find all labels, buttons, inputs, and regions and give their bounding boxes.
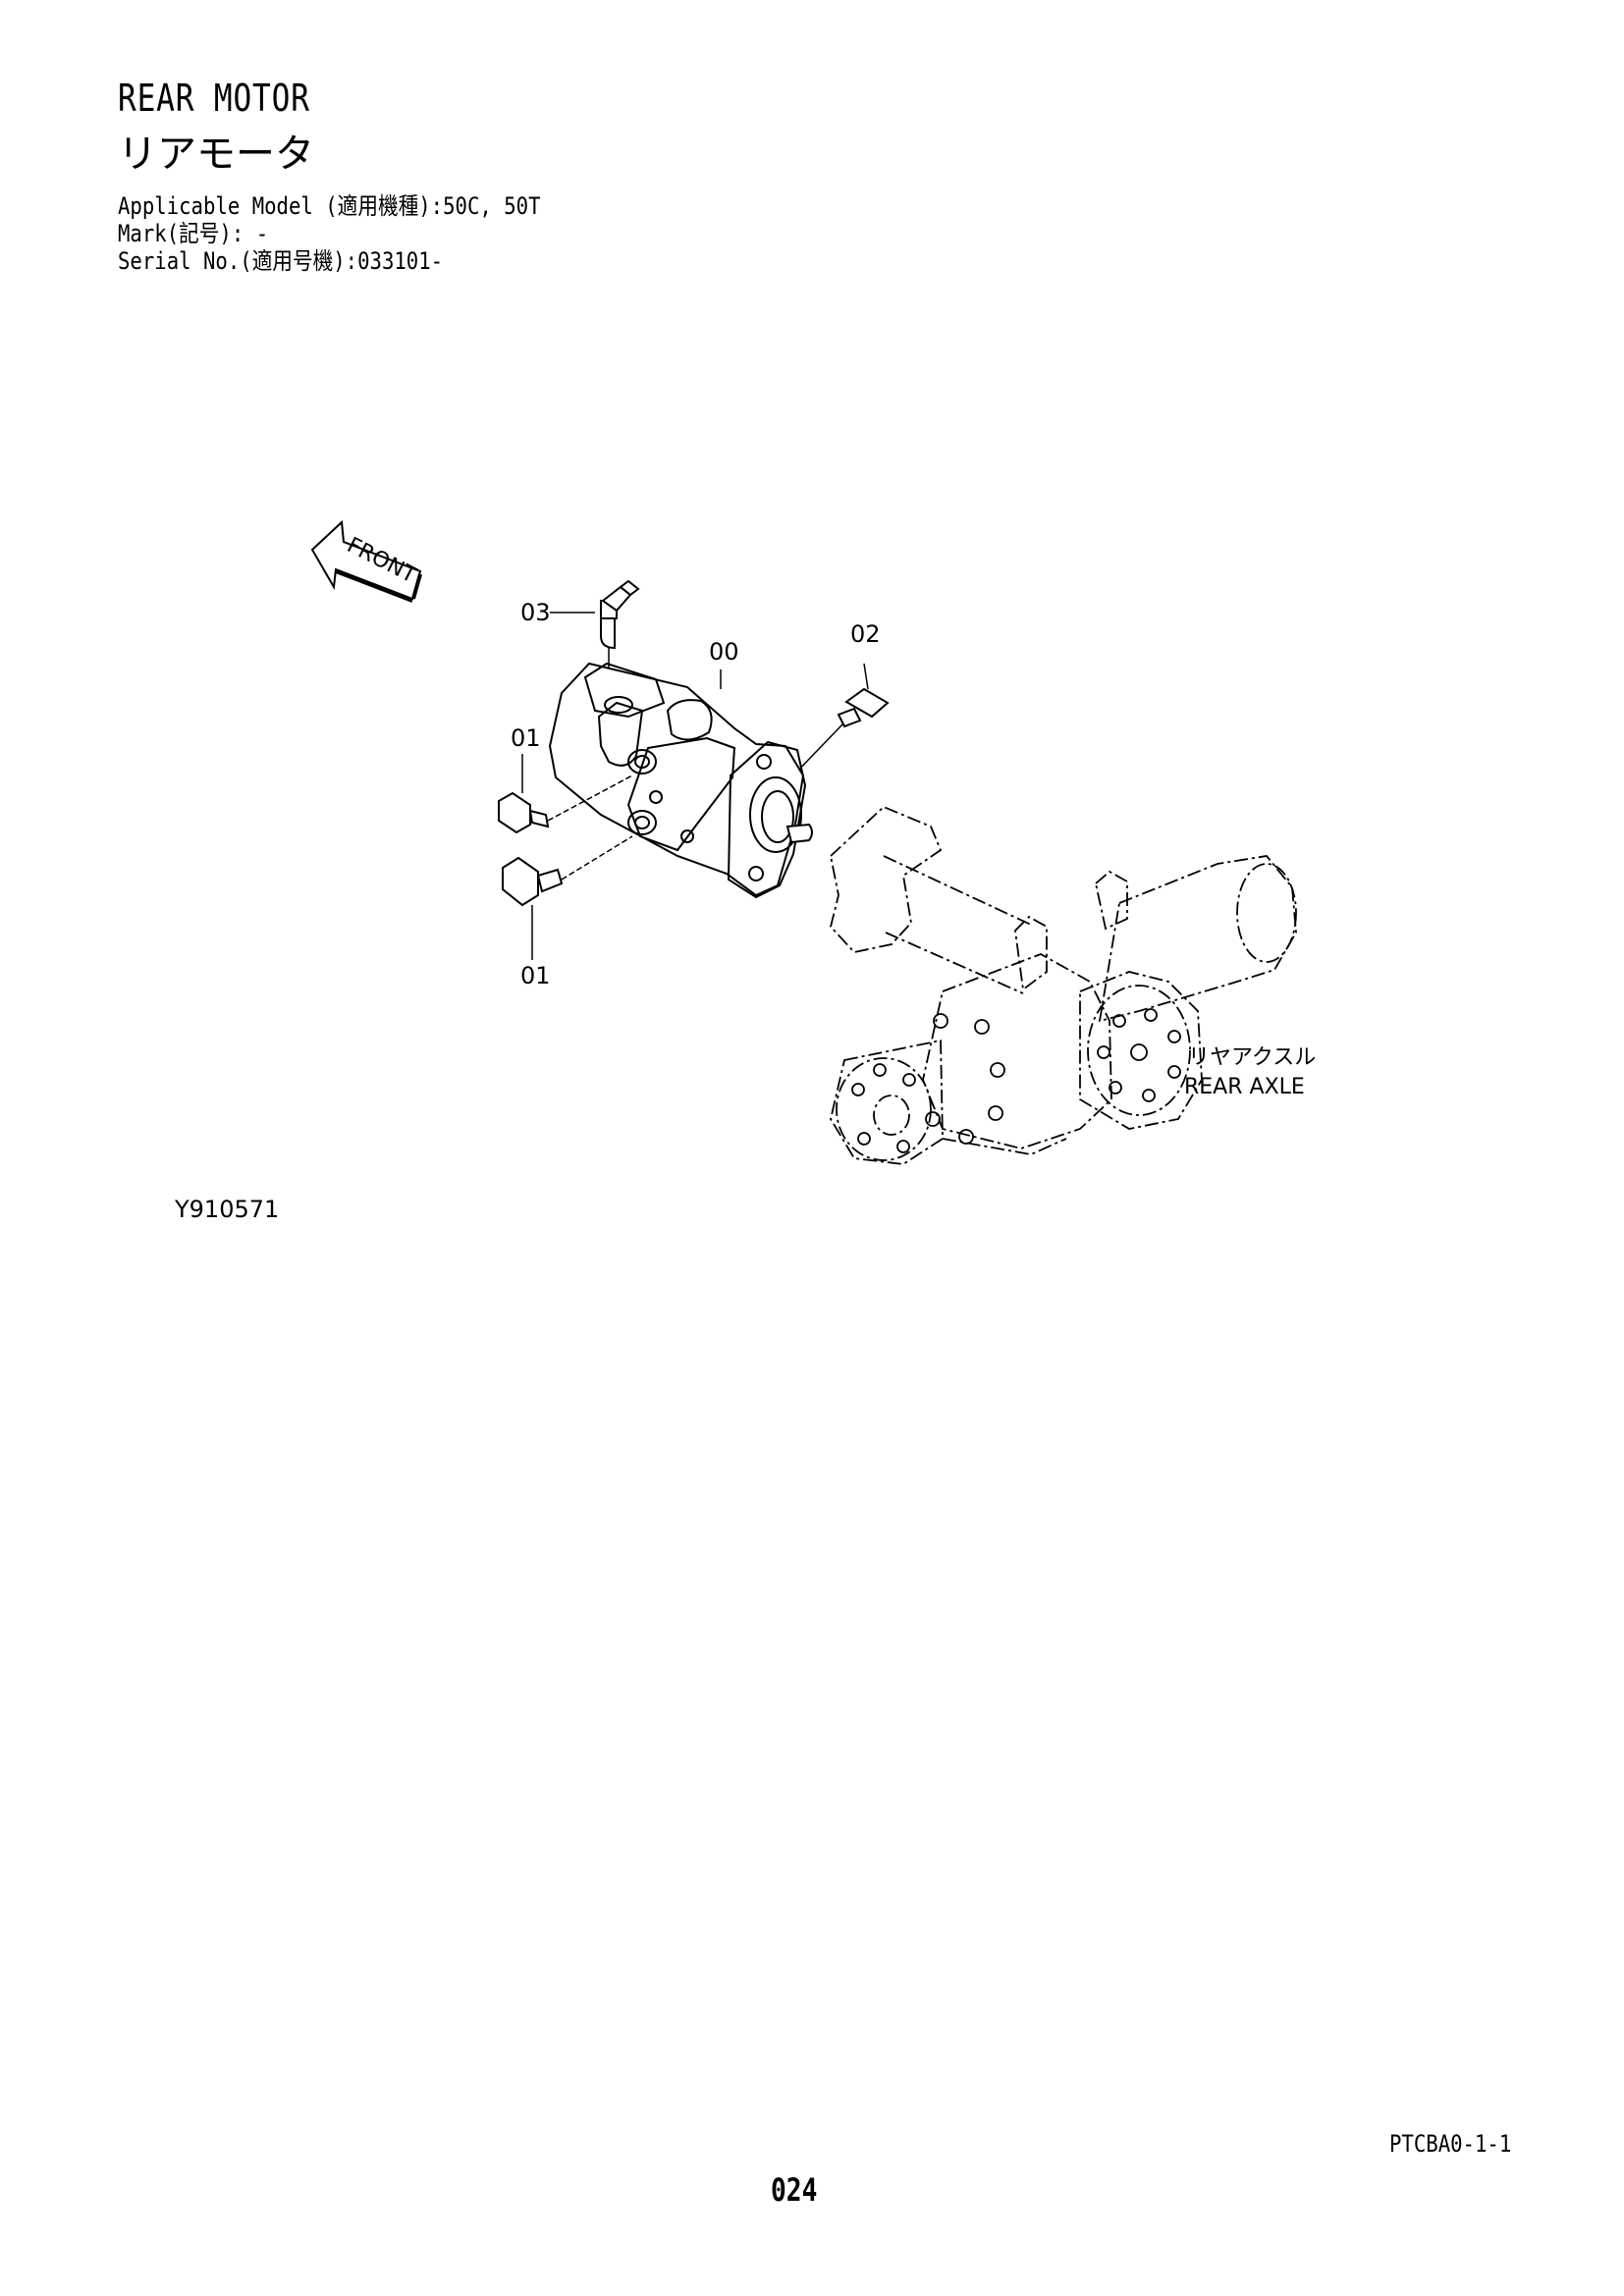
applicable-model: Applicable Model (適用機種):50C, 50T xyxy=(118,192,541,220)
front-arrow-icon xyxy=(310,519,422,603)
elbow-fitting-03 xyxy=(550,579,640,693)
axle-label-japanese: リヤアクスル xyxy=(1188,1045,1316,1070)
exploded-parts-diagram: 03 00 02 01 01 FRONT リヤアクスル REAR AXLE xyxy=(310,519,1316,1165)
callout-01-lower: 01 xyxy=(520,962,551,989)
callout-01-upper: 01 xyxy=(511,724,541,752)
plug-02 xyxy=(790,663,890,778)
fitting-01-lower xyxy=(502,835,633,960)
fitting-01-upper xyxy=(498,754,633,834)
rear-axle xyxy=(830,805,1297,1165)
axle-bolts xyxy=(851,1008,1181,1153)
page-title: REAR MOTOR xyxy=(118,77,310,120)
page-code: PTCBA0-1-1 xyxy=(1389,2130,1512,2158)
axle-label: REAR AXLE xyxy=(1184,1075,1305,1099)
page-number: 024 xyxy=(771,2171,818,2209)
serial-number: Serial No.(適用号機):033101- xyxy=(118,247,444,275)
rear-motor-00 xyxy=(548,662,813,899)
callout-03: 03 xyxy=(520,599,551,626)
mark: Mark(記号): - xyxy=(118,220,269,247)
callout-02: 02 xyxy=(850,620,881,648)
figure-id: Y910571 xyxy=(175,1196,280,1223)
page-title-japanese: リアモータ xyxy=(118,132,314,177)
callout-00: 00 xyxy=(709,638,739,666)
